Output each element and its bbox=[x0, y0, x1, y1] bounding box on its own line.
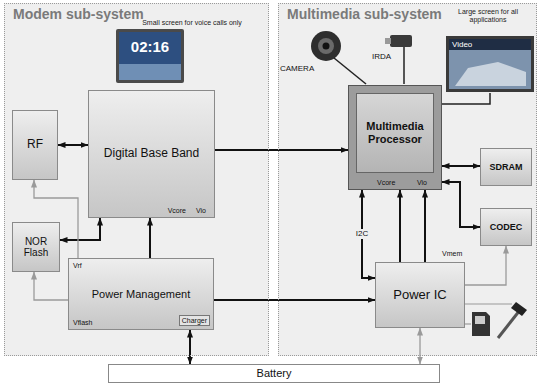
connector-arrow bbox=[60, 218, 100, 240]
component-label: IRDA bbox=[372, 52, 400, 62]
pin-label: Vrf bbox=[73, 262, 82, 269]
connector-arrow bbox=[149, 218, 151, 258]
clock-digits: 02:16 bbox=[119, 38, 181, 56]
subsystem-region: Modem sub-systemDigital Base BandVcore Vi… bbox=[4, 3, 269, 356]
connector-arrow bbox=[442, 165, 480, 167]
connector-arrow bbox=[442, 182, 480, 227]
pin-label: Vio bbox=[417, 179, 427, 186]
pin-label: Vflash bbox=[73, 319, 92, 326]
region-title: Modem sub-system bbox=[13, 6, 144, 22]
battery-bar: Battery bbox=[108, 364, 440, 383]
pin-label: Vio bbox=[196, 207, 206, 214]
camera-icon bbox=[311, 31, 366, 84]
memory-card-icon bbox=[465, 312, 490, 336]
connector-arrow bbox=[215, 149, 348, 151]
bus-label: I2C bbox=[355, 229, 369, 239]
screen-caption: Small screen for voice calls only bbox=[128, 19, 256, 27]
usb-cable-icon bbox=[465, 302, 527, 338]
region-fill bbox=[4, 3, 269, 356]
connector-arrow bbox=[465, 246, 506, 285]
baseband-chip: Digital Base BandVcore Vio bbox=[88, 90, 215, 218]
block-name: NOR Flash bbox=[16, 236, 56, 259]
connector-arrow bbox=[214, 299, 375, 301]
power-management-block: Power Management VrfVflash Charger bbox=[68, 258, 214, 330]
block-name: CODEC bbox=[490, 222, 523, 232]
power-ic: Power IC bbox=[375, 262, 465, 328]
codec-chip: CODEC bbox=[480, 208, 532, 246]
block-name: Power Management bbox=[92, 288, 190, 301]
block-name: SDRAM bbox=[490, 162, 523, 172]
connector-arrow bbox=[34, 272, 68, 300]
screen-text: Video bbox=[452, 40, 492, 50]
small-screen-icon bbox=[116, 29, 184, 83]
rf-block: RF bbox=[12, 110, 58, 180]
processor-chip: Multimedia ProcessorVcore Vio bbox=[348, 85, 442, 190]
block-name: Multimedia Processor bbox=[352, 120, 438, 145]
component-label: CAMERA bbox=[280, 64, 322, 74]
signal-label: Vmem bbox=[442, 250, 468, 258]
connector-arrow bbox=[424, 190, 426, 262]
connector-arrow bbox=[419, 328, 420, 364]
pin-label: Vcore bbox=[168, 207, 186, 214]
screen-caption: Large screen for all applications bbox=[440, 8, 536, 25]
connector-arrow bbox=[399, 190, 401, 262]
flash-memory: NOR Flash bbox=[12, 222, 60, 272]
region-fill bbox=[278, 3, 537, 356]
connector-arrow bbox=[189, 330, 191, 364]
region-title: Multimedia sub-system bbox=[287, 6, 442, 22]
subsystem-region: Multimedia sub-systemMultimedia Processo… bbox=[278, 3, 537, 356]
block-name: Digital Base Band bbox=[104, 147, 199, 161]
block-name: RF bbox=[27, 138, 43, 152]
connector-arrow bbox=[58, 144, 88, 146]
large-screen-icon bbox=[440, 36, 534, 104]
charger-block: Charger bbox=[179, 315, 210, 326]
memory-chip: SDRAM bbox=[480, 148, 532, 186]
pin-label: Vcore bbox=[377, 179, 395, 186]
block-name: Power IC bbox=[393, 288, 446, 303]
block-name: Battery bbox=[257, 367, 292, 380]
